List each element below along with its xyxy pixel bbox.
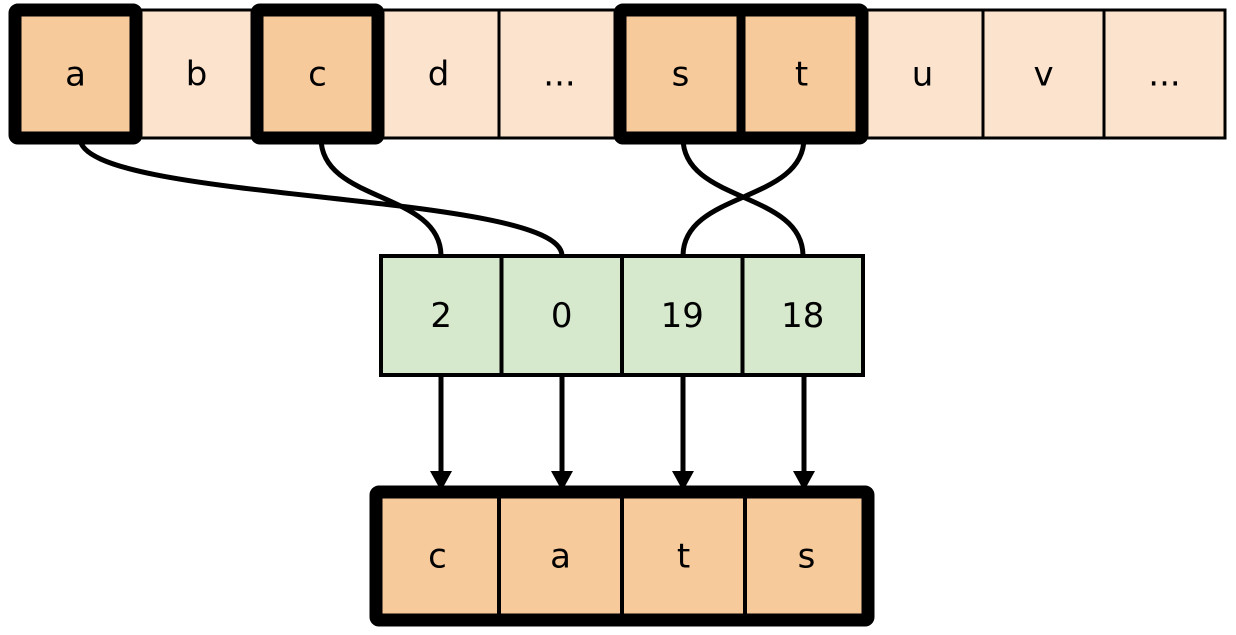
alphabet-cell-t[interactable]: t [739,8,864,140]
result-outline [369,485,875,627]
alphabet-outline-group [8,3,869,145]
index-cell-label: 18 [781,296,824,336]
index-cell-box [499,254,624,377]
result-cell-box [620,490,747,622]
index-cell-box [379,254,504,377]
alphabet-cell-label: c [308,55,327,95]
alphabet-cell-box [497,8,622,140]
index-cell-2[interactable]: 2 [379,254,504,377]
alphabet-cell-v[interactable]: v [981,8,1106,140]
arrow-head [793,471,815,491]
alphabet-cell-u[interactable]: u [860,8,985,140]
connector-t-to-index-2 [680,137,807,257]
index-cell-box [620,254,745,377]
arrow-index-2-to-result-2 [672,375,694,491]
alphabet-cell-label: t [795,55,808,95]
alphabet-cell-label: u [912,55,934,95]
arrow-index-3-to-result-3 [793,375,815,491]
arrow-index-0-to-result-0 [430,375,452,491]
arrow-head [430,471,452,491]
alphabet-cell-s[interactable]: s [618,8,743,140]
result-cell-c[interactable]: c [374,490,501,622]
arrow-group [430,375,815,491]
alphabet-row: a b c d... s t u v... [13,8,1227,140]
result-cell-label: t [677,537,690,577]
alphabet-cell-ellipsisellipsisellipsis[interactable]: ... [497,8,622,140]
result-cell-t[interactable]: t [620,490,747,622]
alphabet-cell-box [255,8,380,140]
alphabet-cell-label: v [1033,55,1053,95]
alphabet-cell-label: a [65,55,86,95]
alphabet-cell-box [134,8,259,140]
arrow-head [551,471,573,491]
outline-c [250,3,385,145]
alphabet-cell-label: d [428,55,450,95]
arrow-head [672,471,694,491]
connector-a-to-index-1 [77,137,565,257]
result-cell-a[interactable]: a [497,490,624,622]
alphabet-cell-ellipsisellipsisellipsis[interactable]: ... [1102,8,1227,140]
outline-a [8,3,143,145]
alphabet-cell-box [1102,8,1227,140]
alphabet-cell-label: ... [1148,55,1180,95]
alphabet-cell-b[interactable]: b [134,8,259,140]
index-cell-box [740,254,865,377]
alphabet-cell-a[interactable]: a [13,8,138,140]
index-cell-label: 19 [661,296,704,336]
result-cell-label: a [550,537,571,577]
alphabet-cell-box [981,8,1106,140]
result-cell-label: c [428,537,447,577]
index-cell-label: 0 [551,296,573,336]
alphabet-cell-c[interactable]: c [255,8,380,140]
arrow-index-1-to-result-1 [551,375,573,491]
index-cell-18[interactable]: 18 [740,254,865,377]
alphabet-cell-label: ... [543,55,575,95]
index-cell-19[interactable]: 19 [620,254,745,377]
alphabet-cell-label: b [186,55,208,95]
result-cell-label: s [798,537,816,577]
connector-curves [77,137,807,257]
connector-c-to-index-0 [318,137,444,257]
index-cell-label: 2 [430,296,452,336]
alphabet-cell-label: s [672,55,690,95]
result-outline-frame [369,485,875,627]
index-cell-0[interactable]: 0 [499,254,624,377]
result-cell-s[interactable]: s [743,490,870,622]
alphabet-cell-d[interactable]: d [376,8,501,140]
